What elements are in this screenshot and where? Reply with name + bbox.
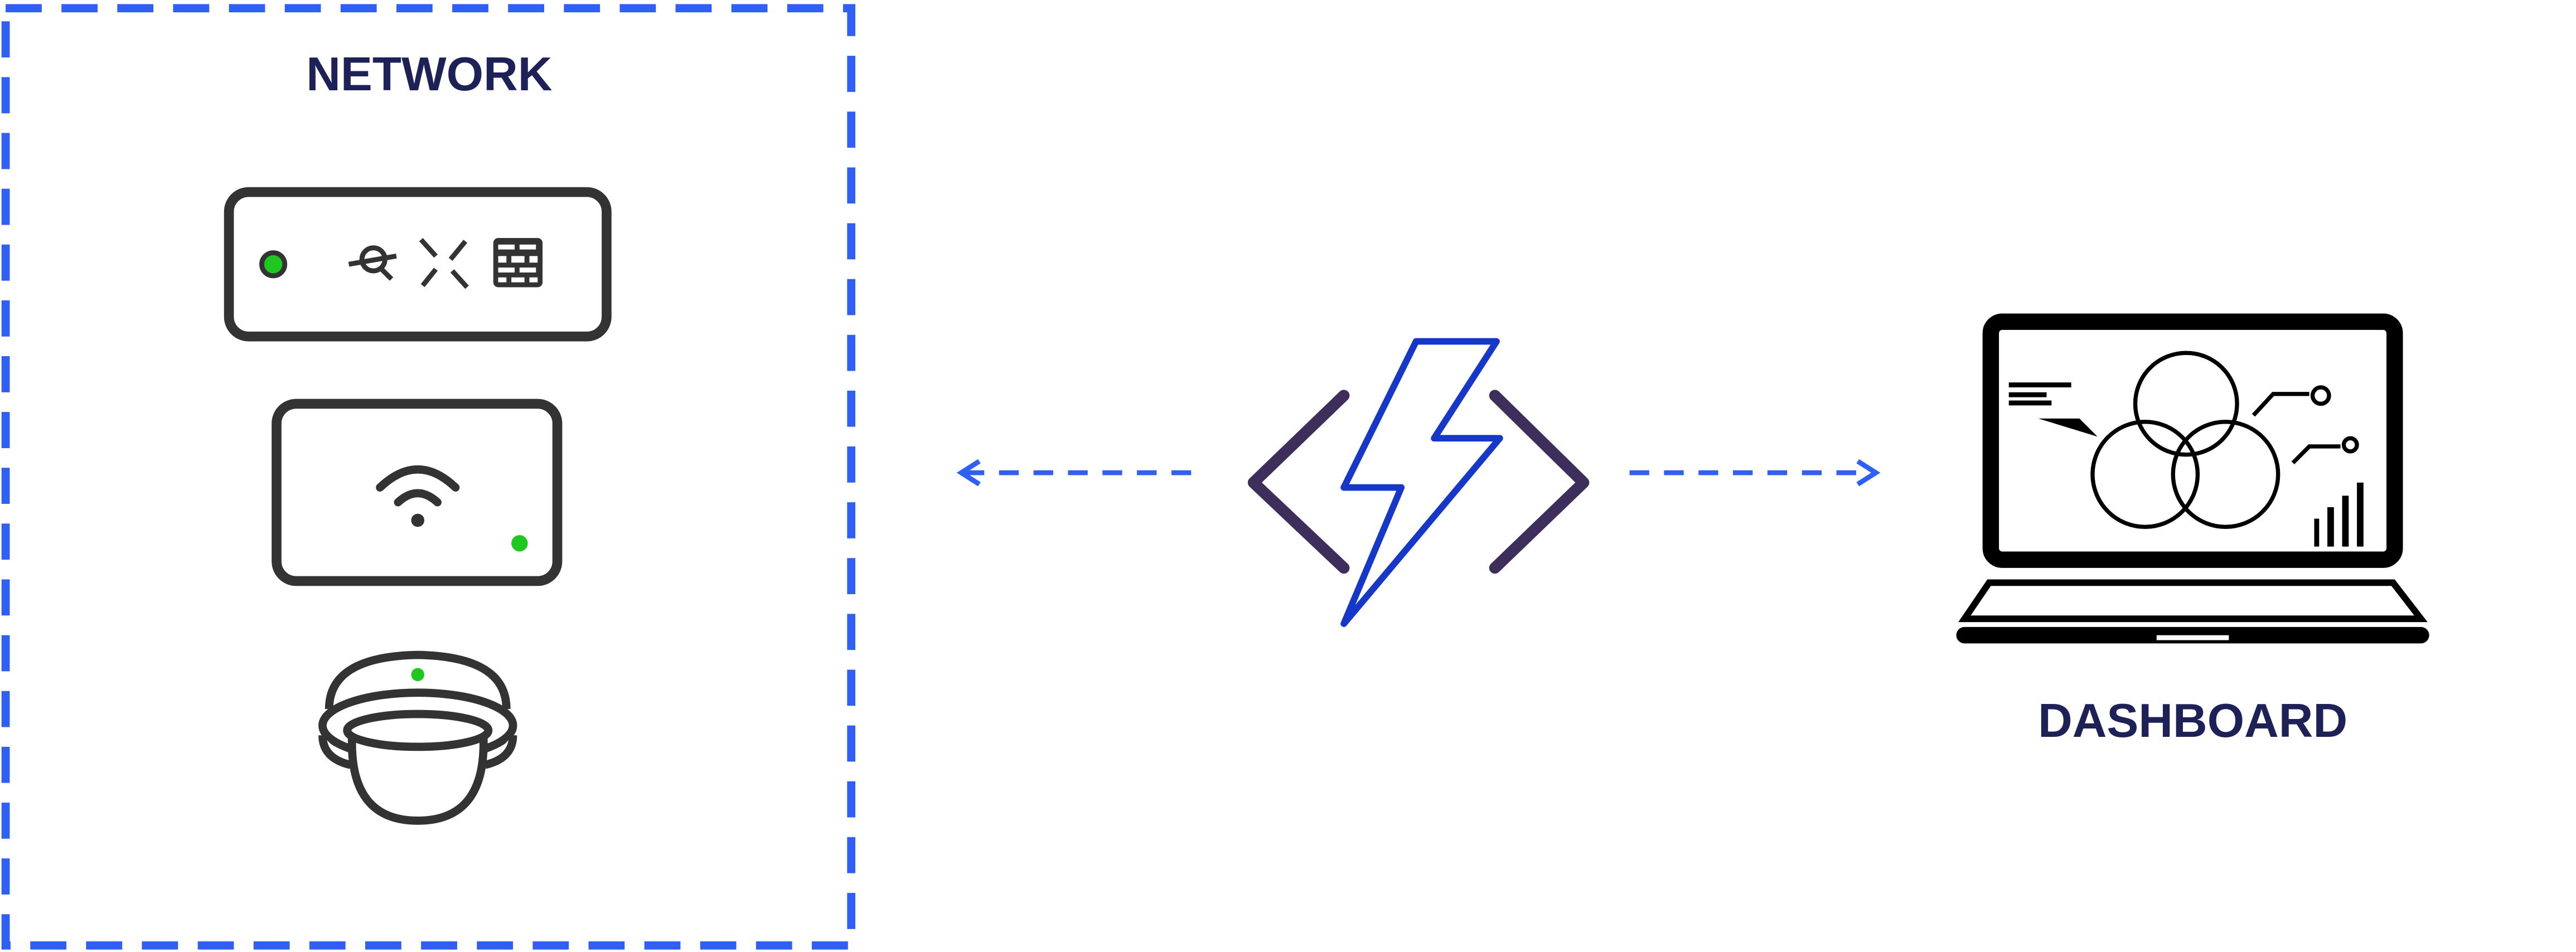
laptop-dashboard-icon — [1956, 313, 2429, 644]
network-boundary — [1, 4, 856, 950]
expand-arrows-icon — [419, 237, 469, 289]
lightning-bolt-icon — [1340, 338, 1503, 627]
function-app-icon — [1247, 338, 1590, 627]
wifi-icon — [376, 465, 460, 507]
status-led — [259, 250, 288, 279]
network-title: NETWORK — [306, 48, 552, 101]
connection-arrow-left — [956, 459, 1204, 487]
dashboard-chart-graphic — [2090, 351, 2359, 529]
firewall-device-icon — [224, 187, 612, 342]
search-sync-icon — [348, 245, 397, 281]
connection-arrow-right — [1629, 459, 1881, 487]
access-point-icon — [272, 399, 563, 586]
dome-camera-icon — [318, 650, 517, 825]
firewall-brick-icon — [493, 238, 543, 288]
dashboard-title: DASHBOARD — [2038, 694, 2347, 747]
status-led — [511, 535, 528, 552]
